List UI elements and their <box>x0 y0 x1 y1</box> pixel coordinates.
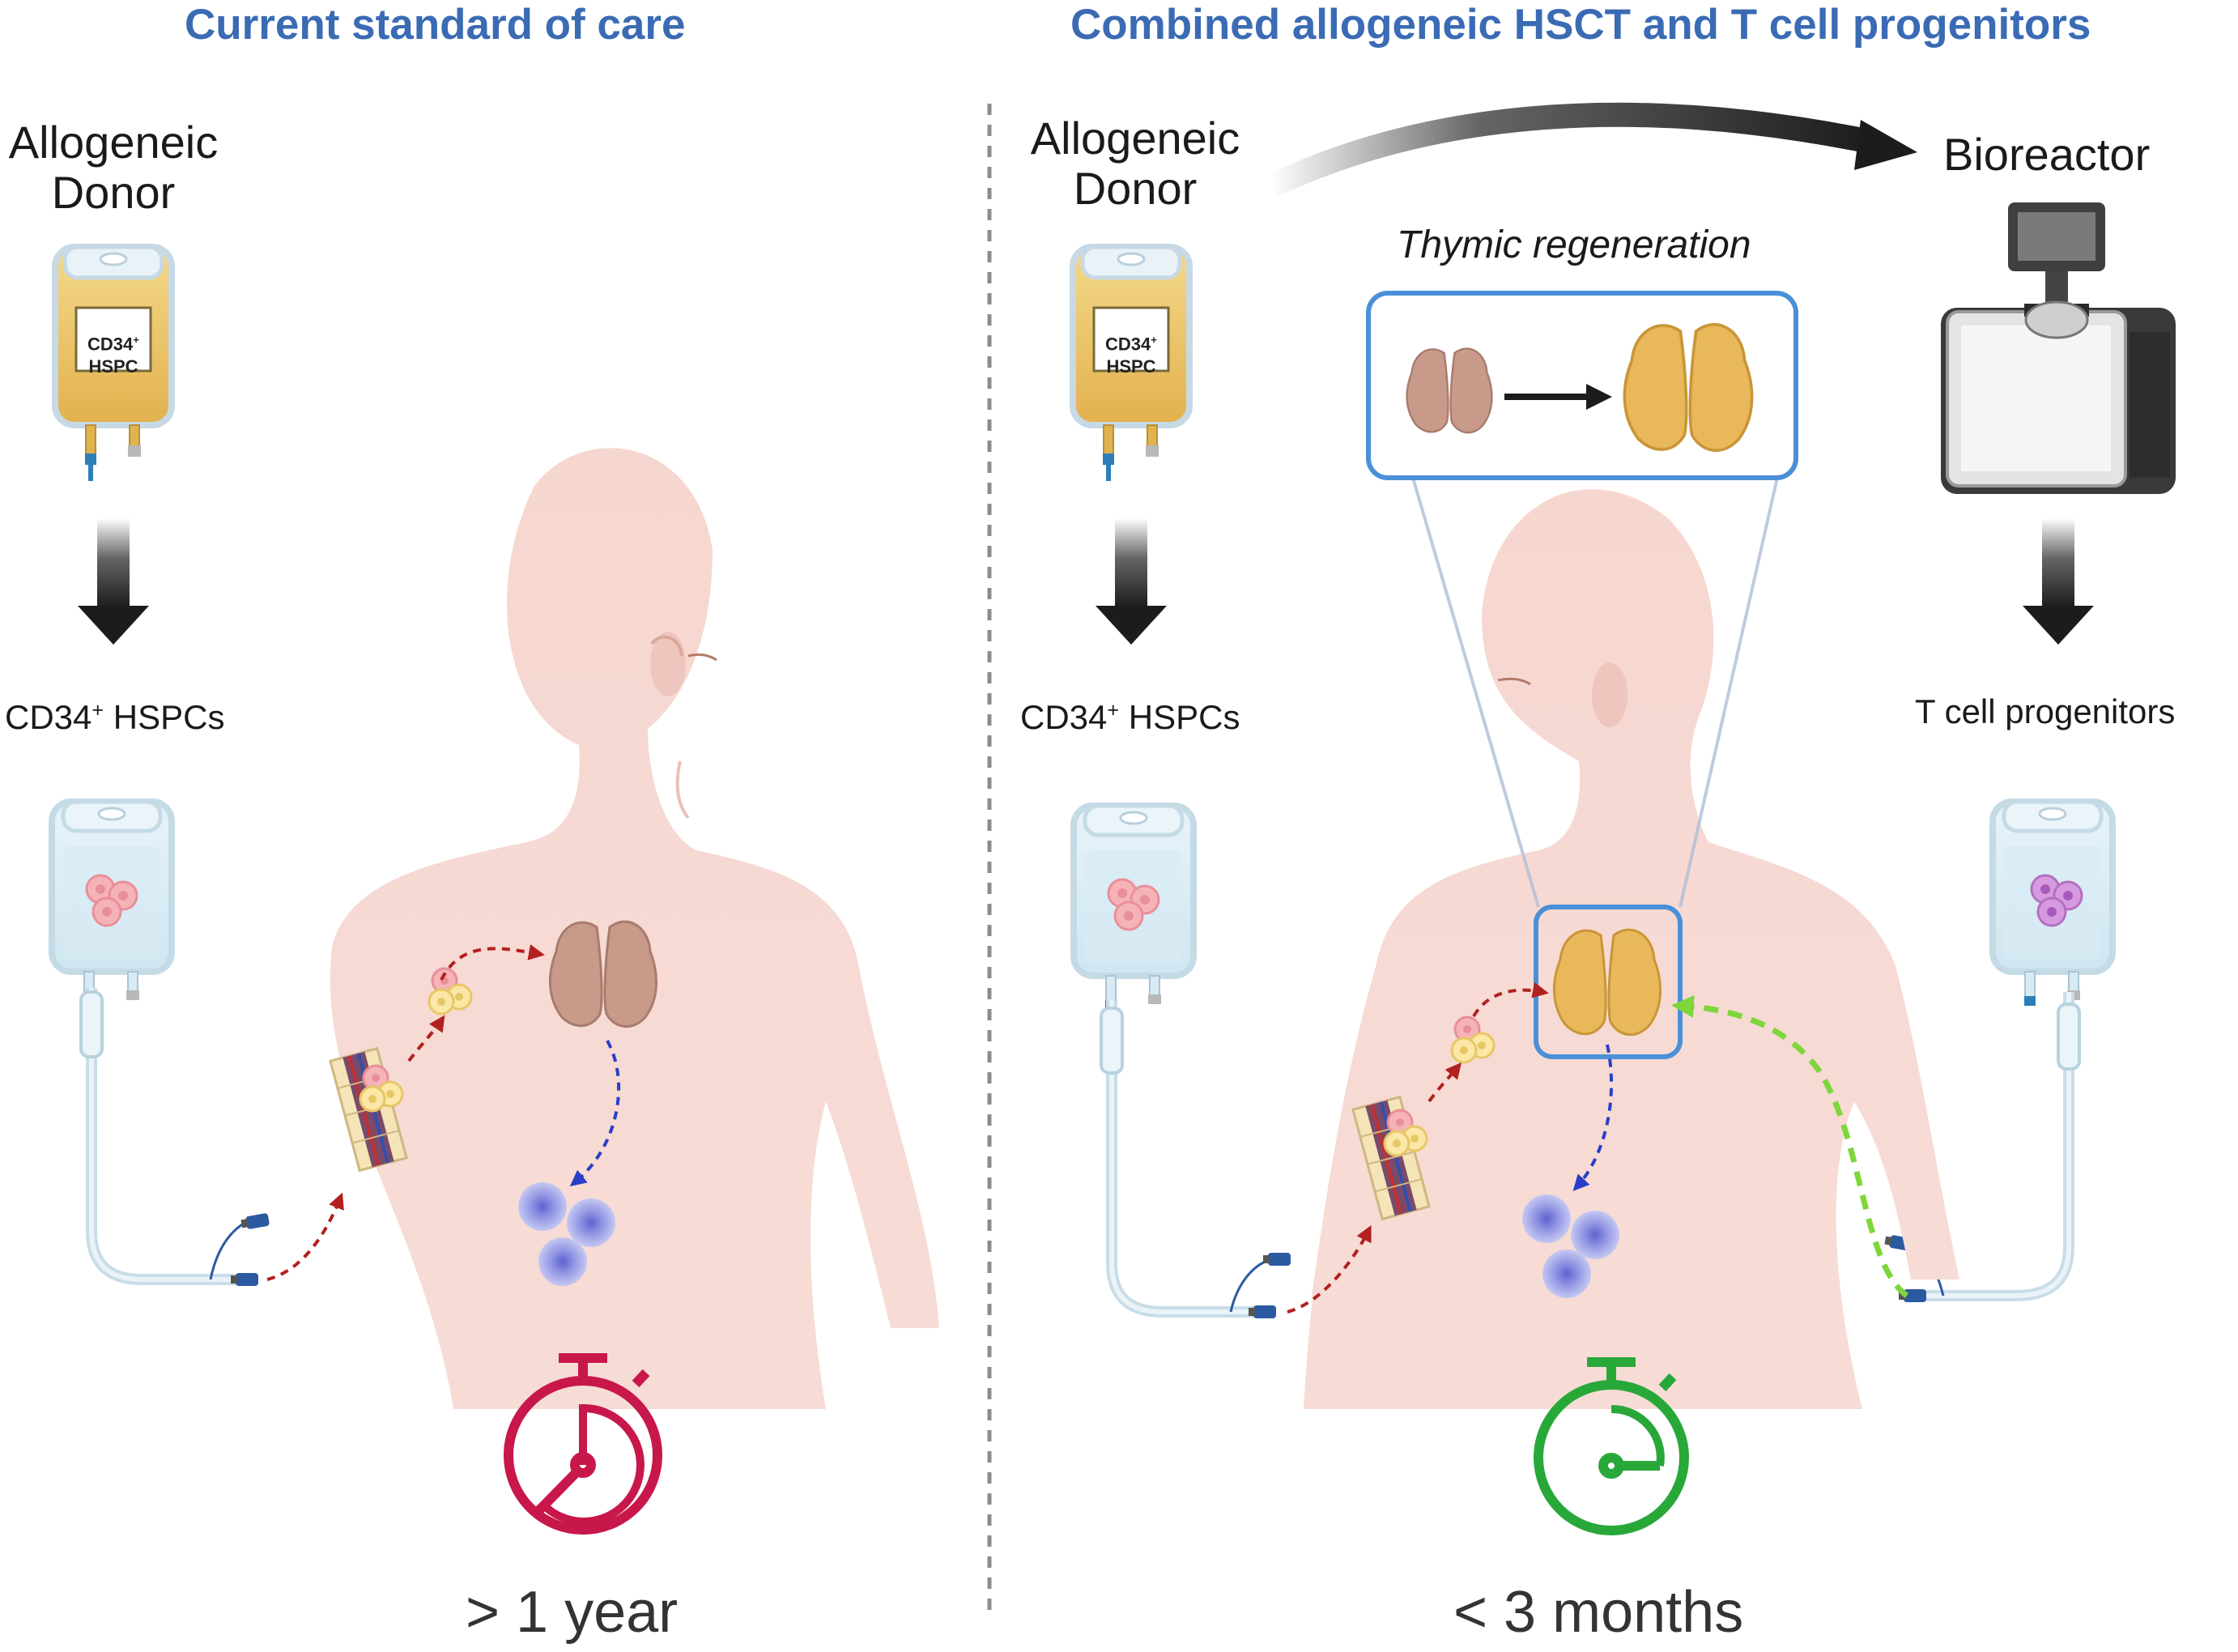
bioreactor-label: Bioreactor <box>1943 129 2151 180</box>
green-migration-path <box>1670 994 1909 1298</box>
cells-label-prefix: CD34 <box>1020 698 1108 736</box>
right-panel <box>1073 102 2176 1535</box>
bag-label-sup: + <box>1151 334 1157 346</box>
donor-label: Allogeneic Donor <box>0 117 227 218</box>
donor-label-line1: Allogeneic <box>1030 113 1240 164</box>
bioreactor-icon <box>1941 202 2176 494</box>
regeneration-label: Thymic regeneration <box>1397 224 1751 266</box>
down-arrow-icon <box>2023 518 2094 645</box>
stopwatch-icon <box>1534 1357 1689 1535</box>
red-migration-path <box>266 1192 344 1281</box>
cells-label-prefix: CD34 <box>5 698 92 736</box>
red-migration-path <box>1287 1224 1372 1314</box>
left-panel <box>52 247 939 1535</box>
donor-label-line1: Allogeneic <box>8 117 219 168</box>
bag-label-line2: HSPC <box>88 356 138 377</box>
down-arrow-icon <box>1096 518 1167 645</box>
time-label-fast: < 3 months <box>1453 1580 1744 1645</box>
donor-label-line2: Donor <box>1073 163 1198 214</box>
blue-migration-path <box>1572 1044 1614 1191</box>
iv-tubing <box>86 988 243 1285</box>
donor-label-line2: Donor <box>51 167 176 218</box>
bag-label: CD34+ HSPC <box>76 329 151 378</box>
cells-label-sup: + <box>91 699 104 722</box>
cells-label: CD34+ HSPCs <box>1020 698 1240 737</box>
time-label-slow: > 1 year <box>466 1580 679 1645</box>
progenitors-label: T cell progenitors <box>1915 692 2176 730</box>
blue-migration-path <box>569 1040 621 1187</box>
bag-label-line1: CD34 <box>87 334 134 355</box>
cells-label: CD34+ HSPCs <box>5 698 224 737</box>
cells-label-suffix: HSPCs <box>104 698 225 736</box>
bag-label-line2: HSPC <box>1106 356 1156 377</box>
stopwatch-icon <box>504 1353 662 1535</box>
bag-label: CD34+ HSPC <box>1094 329 1168 378</box>
donor-label: Allogeneic Donor <box>1022 113 1249 214</box>
cells-label-sup: + <box>1107 699 1120 722</box>
down-arrow-icon <box>78 518 149 645</box>
thymus-focus-box <box>1534 905 1683 1059</box>
left-panel-title: Current standard of care <box>185 1 686 49</box>
curved-arrow-icon <box>1266 102 1873 198</box>
cells-label-suffix: HSPCs <box>1119 698 1240 736</box>
right-panel-title: Combined allogeneic HSCT and T cell prog… <box>1070 1 2091 49</box>
bag-label-sup: + <box>133 334 139 346</box>
bag-label-line1: CD34 <box>1105 334 1151 355</box>
